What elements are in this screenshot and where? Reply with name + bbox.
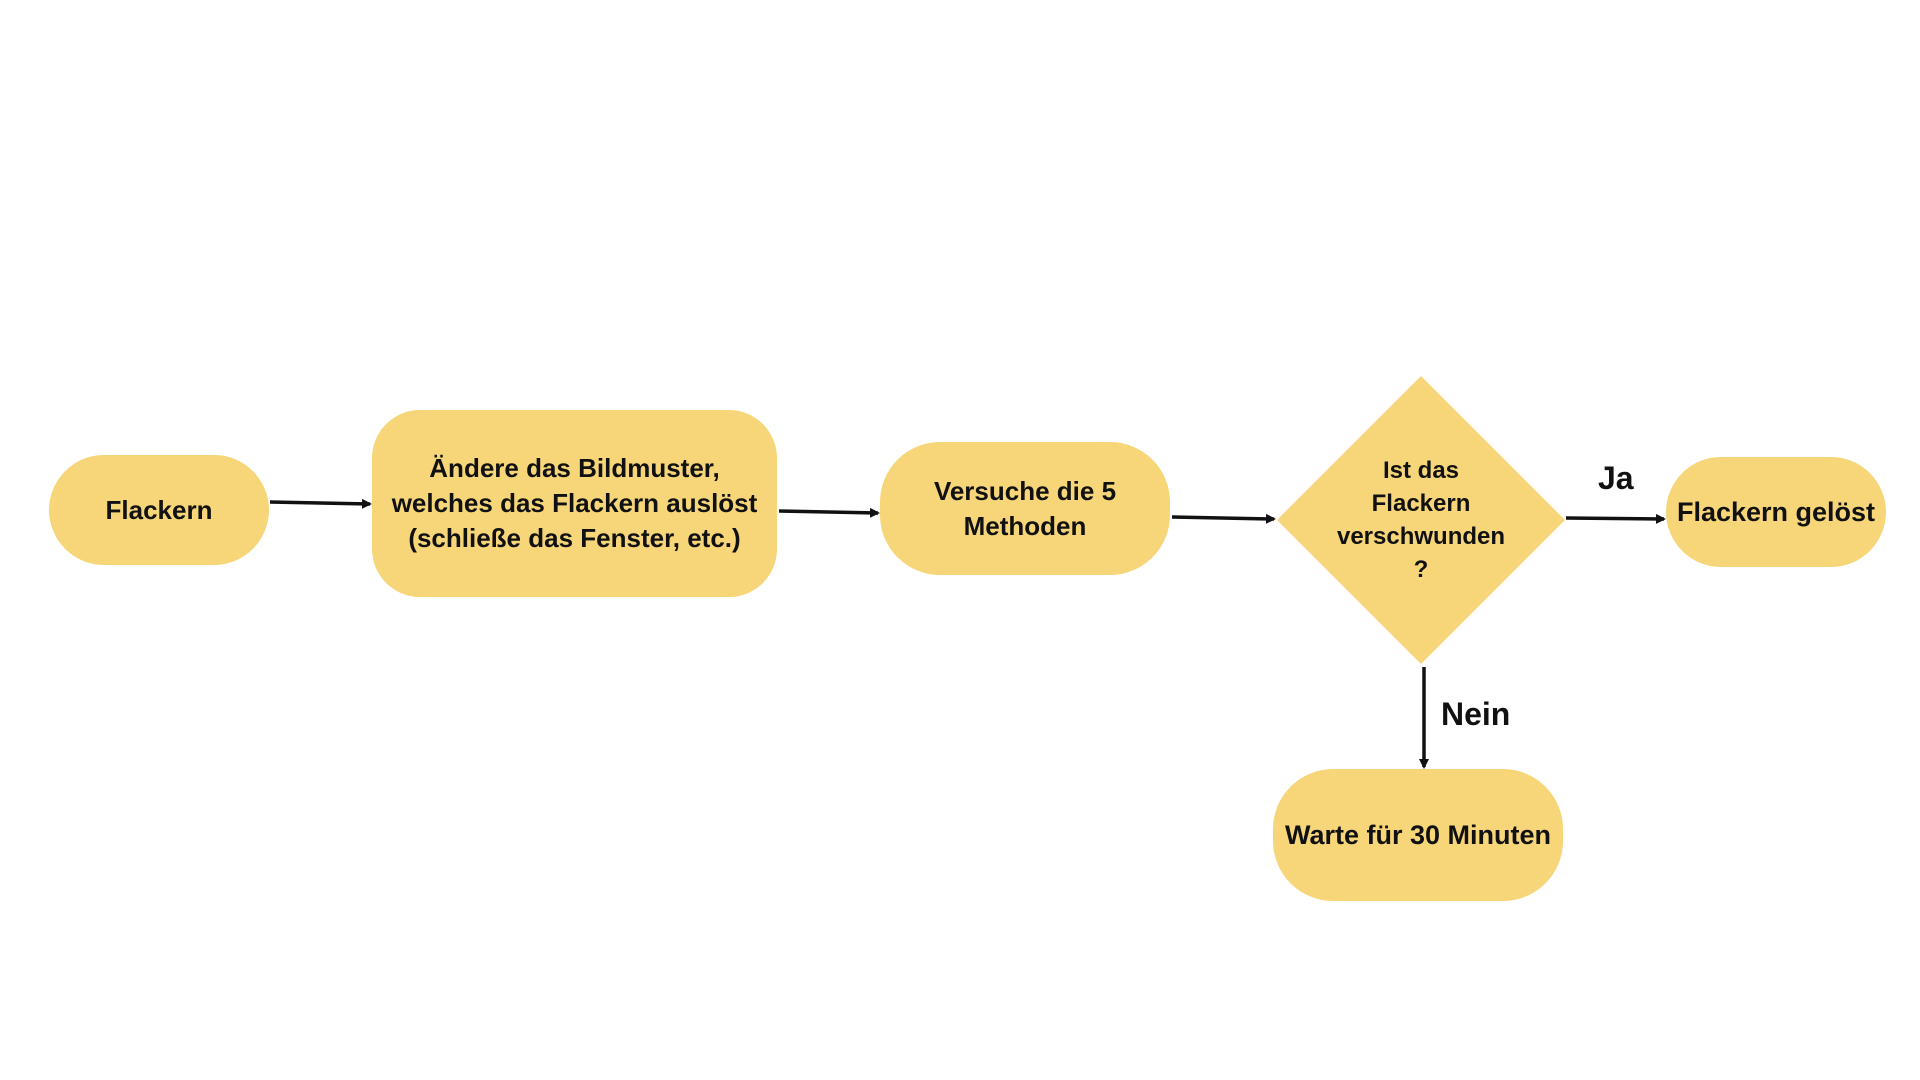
flowchart-start-node: Flackern [49,455,269,565]
arrow-step1-to-step2 [778,507,880,518]
flowchart-process-node: Versuche die 5 Methoden [880,442,1170,575]
node-label-line: Ist das [1382,457,1460,484]
arrow-decision-to-solved [1565,513,1666,524]
arrow-start-to-step1 [269,498,372,509]
decision-diamond-shape [1277,376,1565,664]
node-label-line: Methoden [963,510,1087,541]
edge-label-yes: Ja [1598,460,1634,496]
node-label-line: Warte für 30 Minuten [1284,819,1552,850]
flowchart-process-node: Warte für 30 Minuten [1273,769,1563,901]
flowchart-decision-node: Ist das Flackern verschwunden ? [1277,376,1565,664]
node-label-line: Ändere das Bildmuster, [429,453,720,483]
node-label-line: welches das Flackern auslöst [391,488,758,518]
flowchart-process-node: Ändere das Bildmuster, welches das Flack… [372,410,777,597]
arrow-step2-to-decision [1171,513,1276,524]
node-label: Ist das Flackern verschwunden ? [1331,454,1511,586]
flowchart-end-node: Flackern gelöst [1666,457,1886,567]
node-label: Ändere das Bildmuster, welches das Flack… [392,451,758,556]
node-label-line: ? [1413,556,1429,583]
node-label-line: Flackern [105,494,213,525]
node-label-line: Flackern [1371,490,1471,517]
decision-diamond [1277,376,1565,664]
node-label-line: (schließe das Fenster, etc.) [408,523,741,553]
edge-label-no: Nein [1441,696,1511,732]
node-label: Versuche die 5 Methoden [934,474,1116,544]
node-label-line: verschwunden [1336,523,1506,550]
node-label-line: Flackern gelöst [1676,496,1876,527]
node-label-line: Versuche die 5 [933,475,1117,506]
